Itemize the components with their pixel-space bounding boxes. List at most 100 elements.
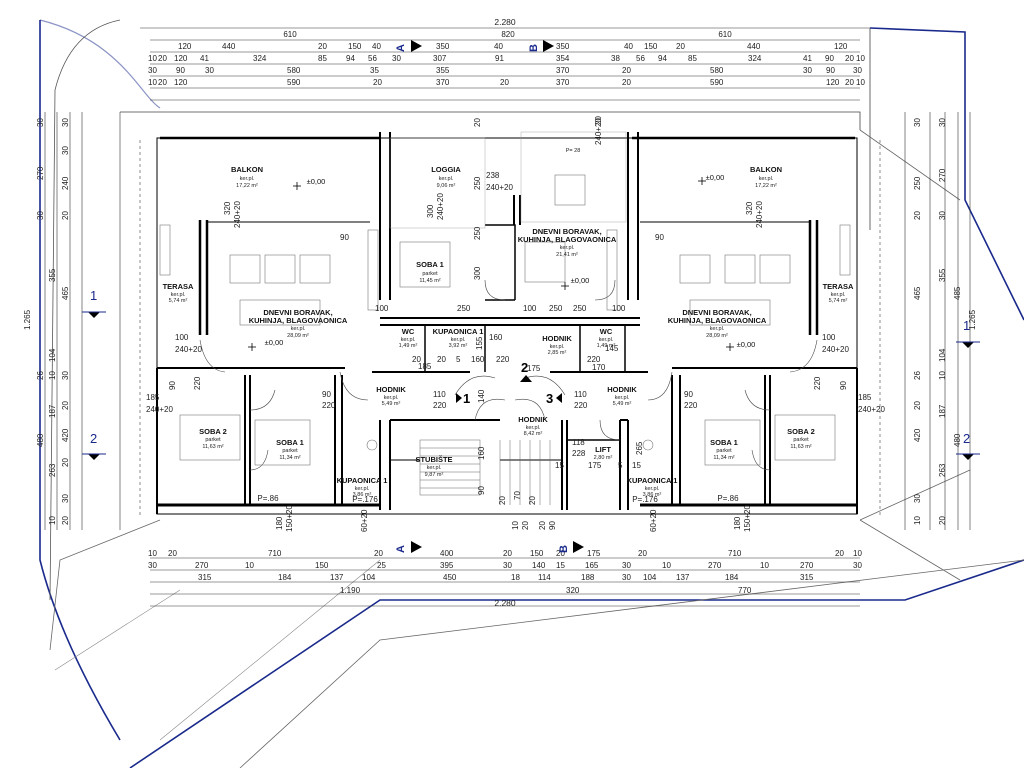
room-stubiste: STUBIŠTE ker.pl. 9,87 m² xyxy=(415,455,452,478)
dim-right: 250 xyxy=(913,176,922,190)
svg-text:ker.pl.: ker.pl. xyxy=(710,326,725,332)
svg-text:9,06 m²: 9,06 m² xyxy=(437,183,456,189)
dim-top-r3: 85 xyxy=(688,54,697,63)
dim-left: 420 xyxy=(61,428,70,442)
dim-top-r4: 580 xyxy=(710,66,724,75)
dim-top-r5: 370 xyxy=(556,78,570,87)
svg-text:2,80 m²: 2,80 m² xyxy=(594,455,613,461)
svg-text:60+20: 60+20 xyxy=(649,509,658,532)
svg-text:185: 185 xyxy=(418,362,432,371)
stair-flight-markers: 1 2 3 xyxy=(463,360,553,406)
svg-text:1,49 m²: 1,49 m² xyxy=(399,343,418,349)
dim-left: 30 xyxy=(61,371,70,380)
dim-bottom-r3: 188 xyxy=(581,573,595,582)
dim-top-r3: 90 xyxy=(825,54,834,63)
svg-text:220: 220 xyxy=(813,376,822,390)
svg-text:parket: parket xyxy=(793,437,809,443)
svg-text:ker.pl.: ker.pl. xyxy=(171,292,186,298)
dim-left: 355 xyxy=(48,268,57,282)
svg-text:240+20: 240+20 xyxy=(858,405,885,414)
dim-top-r2: 40 xyxy=(494,42,503,51)
svg-text:BALKON: BALKON xyxy=(231,165,263,174)
svg-text:240+20: 240+20 xyxy=(822,345,849,354)
dim-bottom-r1: 150 xyxy=(530,549,544,558)
dim-bottom-r3: 137 xyxy=(330,573,344,582)
room-terasa-left: TERASA ker.pl. 5,74 m² xyxy=(163,282,194,304)
dim-bottom-r4: 320 xyxy=(566,586,580,595)
svg-text:P=.86: P=.86 xyxy=(257,494,279,503)
svg-text:3,86 m²: 3,86 m² xyxy=(353,492,372,498)
dim-bottom-r1: 20 xyxy=(556,549,565,558)
dim-top-r2: 350 xyxy=(556,42,570,51)
section-a-bottom: A xyxy=(395,545,407,553)
axis-2-left: 2 xyxy=(90,431,97,446)
svg-text:160: 160 xyxy=(471,355,485,364)
svg-text:150+20: 150+20 xyxy=(285,505,294,532)
svg-text:110: 110 xyxy=(433,390,446,399)
svg-text:220: 220 xyxy=(684,401,698,410)
svg-text:220: 220 xyxy=(496,355,510,364)
svg-text:17,22 m²: 17,22 m² xyxy=(236,183,258,189)
dim-top-r3: 56 xyxy=(636,54,645,63)
room-labels: BALKON ker.pl. 17,22 m² ±0,00 BALKON ker… xyxy=(163,148,854,504)
dim-bottom-r2: 10 xyxy=(662,561,671,570)
dim-bottom-r3: 104 xyxy=(643,573,657,582)
level-markers xyxy=(248,177,734,351)
svg-text:20: 20 xyxy=(437,355,446,364)
svg-text:220: 220 xyxy=(574,401,588,410)
svg-text:LOGGIA: LOGGIA xyxy=(431,165,461,174)
room-soba1-left: SOBA 1 parket 11,34 m² P=.86 xyxy=(257,438,303,503)
stair-marker-2: 2 xyxy=(521,360,528,375)
svg-text:180: 180 xyxy=(275,516,284,530)
dim-left: 26 xyxy=(36,371,45,380)
dim-top-r3: 91 xyxy=(495,54,504,63)
dim-top-r4: 30 xyxy=(853,66,862,75)
svg-text:28,09 m²: 28,09 m² xyxy=(706,333,728,339)
dim-top-r1: 610 xyxy=(283,30,297,39)
dim-top-r4: 20 xyxy=(622,66,631,75)
room-hodnik-center-top: HODNIK ker.pl. 2,85 m² xyxy=(542,334,572,356)
dim-top-r2: 350 xyxy=(436,42,450,51)
dim-top-r5: 20 xyxy=(622,78,631,87)
room-wc-right: WC ker.pl. 1,49 m² xyxy=(597,327,616,349)
svg-text:3,86 m²: 3,86 m² xyxy=(643,492,662,498)
svg-text:238: 238 xyxy=(486,171,500,180)
svg-text:SOBA 1: SOBA 1 xyxy=(416,260,444,269)
svg-text:15: 15 xyxy=(632,461,641,470)
dim-bottom-r3: 18 xyxy=(511,573,520,582)
svg-text:20: 20 xyxy=(538,521,547,530)
dim-bottom-r1: 20 xyxy=(374,549,383,558)
svg-text:300: 300 xyxy=(426,204,435,218)
svg-text:ker.pl.: ker.pl. xyxy=(615,395,630,401)
svg-text:±0,00: ±0,00 xyxy=(706,173,725,182)
svg-text:P=.176: P=.176 xyxy=(352,495,378,504)
svg-text:11,34 m²: 11,34 m² xyxy=(713,455,734,461)
svg-text:17,22 m²: 17,22 m² xyxy=(755,183,777,189)
dim-bottom-r2: 270 xyxy=(708,561,722,570)
svg-text:ker.pl.: ker.pl. xyxy=(526,425,541,431)
svg-text:250: 250 xyxy=(573,304,587,313)
svg-text:90: 90 xyxy=(340,233,349,242)
dim-bottom-r2: 140 xyxy=(532,561,546,570)
svg-text:ker.pl.: ker.pl. xyxy=(550,344,565,350)
dim-right: 420 xyxy=(913,428,922,442)
dim-top-r2: 120 xyxy=(834,42,848,51)
svg-text:P=.176: P=.176 xyxy=(632,495,658,504)
dim-top-r2: 440 xyxy=(222,42,236,51)
room-soba2-right: SOBA 2 parket 11,63 m² xyxy=(787,427,815,450)
dim-top-r5: 590 xyxy=(287,78,301,87)
dim-right: 30 xyxy=(938,118,947,127)
dim-right: 20 xyxy=(913,211,922,220)
dim-top-r4: 370 xyxy=(556,66,570,75)
svg-text:20: 20 xyxy=(412,355,421,364)
dim-left: 263 xyxy=(48,463,57,477)
svg-text:ker.pl.: ker.pl. xyxy=(291,326,306,332)
svg-text:WC: WC xyxy=(600,327,613,336)
svg-text:70: 70 xyxy=(513,491,522,500)
svg-text:170: 170 xyxy=(592,363,606,372)
svg-text:ker.pl.: ker.pl. xyxy=(427,465,442,471)
dim-top-r3: 56 xyxy=(368,54,377,63)
svg-text:220: 220 xyxy=(322,401,336,410)
svg-text:155: 155 xyxy=(475,336,484,350)
dim-top-r3: 120 xyxy=(174,54,188,63)
